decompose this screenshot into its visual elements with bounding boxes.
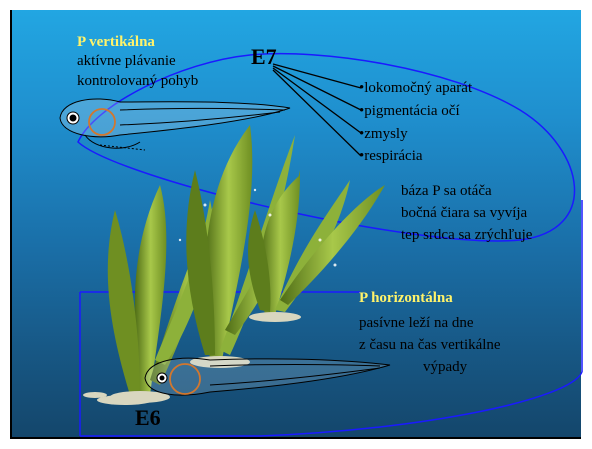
middle-line-3: tep srdca sa zrýchľuje xyxy=(401,227,532,244)
stage-label-e6: E6 xyxy=(135,406,161,430)
top-line-1: aktívne plávanie xyxy=(77,53,176,70)
middle-line-1: báza P sa otáča xyxy=(401,183,492,200)
tadpole-e7 xyxy=(60,99,290,150)
bottom-heading: P horizontálna xyxy=(359,290,453,307)
bottom-line-2: z času na čas vertikálne xyxy=(359,337,501,354)
e7-item-2: •pigmentácia očí xyxy=(359,103,460,120)
e7-item-3: •zmysly xyxy=(359,126,408,143)
e7-item-1: •lokomočný aparát xyxy=(359,80,472,97)
bottom-line-1: pasívne leží na dne xyxy=(359,315,474,332)
e7-item-4: •respirácia xyxy=(359,148,423,165)
top-line-2: kontrolovaný pohyb xyxy=(77,73,198,90)
middle-line-2: bočná čiara sa vyvíja xyxy=(401,205,527,222)
bottom-line-3: výpady xyxy=(423,359,467,376)
top-heading: P vertikálna xyxy=(77,34,155,51)
stage-label-e7: E7 xyxy=(251,45,277,69)
e7-connector-lines xyxy=(273,64,361,156)
